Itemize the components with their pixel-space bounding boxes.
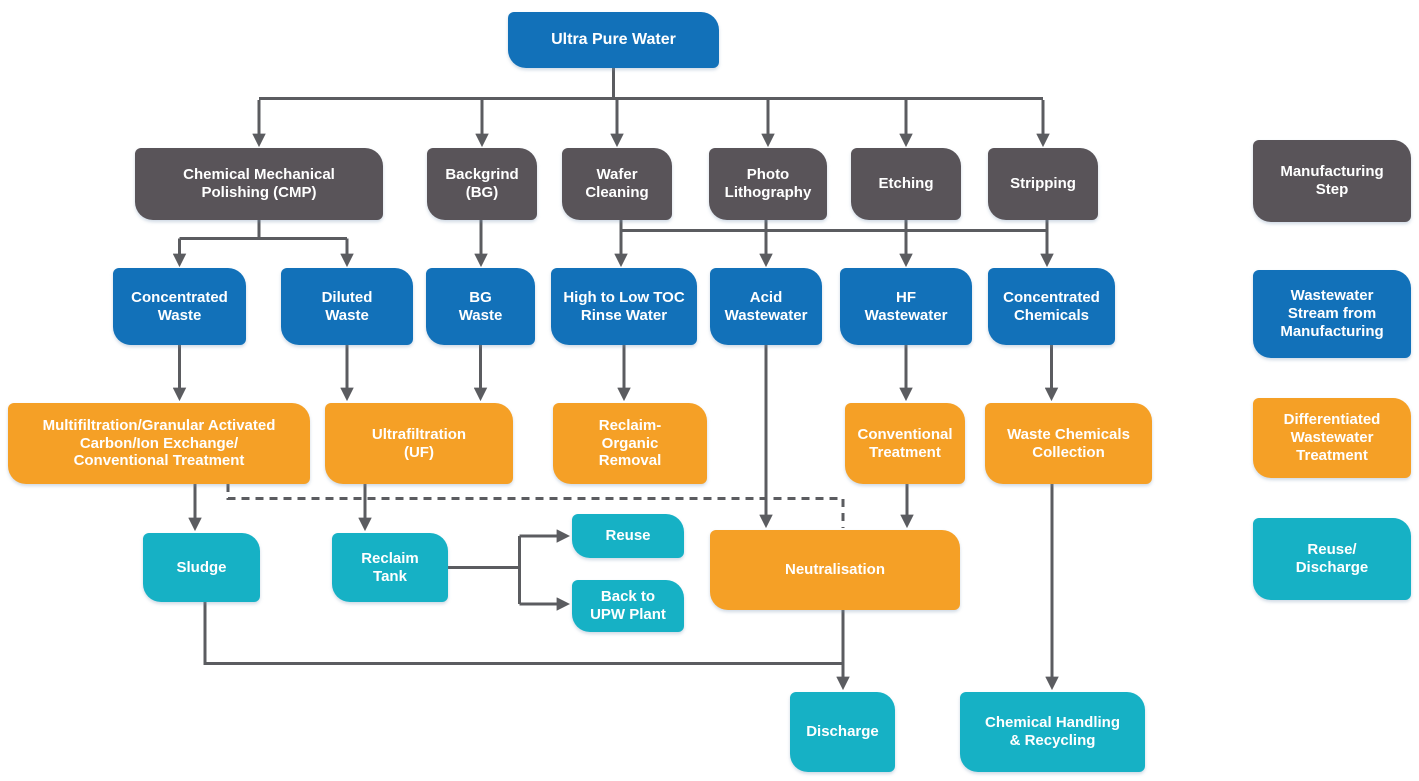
node-acid-wastewater: Acid Wastewater [710, 268, 822, 345]
node-neutralisation: Neutralisation [710, 530, 960, 610]
node-concentrated-waste: Concentrated Waste [113, 268, 246, 345]
legend-wastewater-stream: Wastewater Stream from Manufacturing [1253, 270, 1411, 358]
node-reuse: Reuse [572, 514, 684, 558]
node-reclaim-organic-removal: Reclaim- Organic Removal [553, 403, 707, 484]
legend-differentiated-treatment: Differentiated Wastewater Treatment [1253, 398, 1411, 478]
node-stripping: Stripping [988, 148, 1098, 220]
node-sludge: Sludge [143, 533, 260, 602]
legend-manufacturing-step: Manufacturing Step [1253, 140, 1411, 222]
node-back-to-upw-plant: Back to UPW Plant [572, 580, 684, 632]
legend-reuse-discharge: Reuse/ Discharge [1253, 518, 1411, 600]
node-discharge: Discharge [790, 692, 895, 772]
node-cmp: Chemical Mechanical Polishing (CMP) [135, 148, 383, 220]
node-diluted-waste: Diluted Waste [281, 268, 413, 345]
node-wafer-cleaning: Wafer Cleaning [562, 148, 672, 220]
node-concentrated-chemicals: Concentrated Chemicals [988, 268, 1115, 345]
node-ultrafiltration: Ultrafiltration (UF) [325, 403, 513, 484]
node-conventional-treatment: Conventional Treatment [845, 403, 965, 484]
node-chemical-handling-recycling: Chemical Handling & Recycling [960, 692, 1145, 772]
node-waste-chemicals-collection: Waste Chemicals Collection [985, 403, 1152, 484]
node-ultra-pure-water: Ultra Pure Water [508, 12, 719, 68]
node-hf-wastewater: HF Wastewater [840, 268, 972, 345]
node-photo-lithography: Photo Lithography [709, 148, 827, 220]
node-multifiltration: Multifiltration/Granular Activated Carbo… [8, 403, 310, 484]
node-toc-rinse-water: High to Low TOC Rinse Water [551, 268, 697, 345]
node-bg-waste: BG Waste [426, 268, 535, 345]
node-backgrind: Backgrind (BG) [427, 148, 537, 220]
node-reclaim-tank: Reclaim Tank [332, 533, 448, 602]
node-etching: Etching [851, 148, 961, 220]
